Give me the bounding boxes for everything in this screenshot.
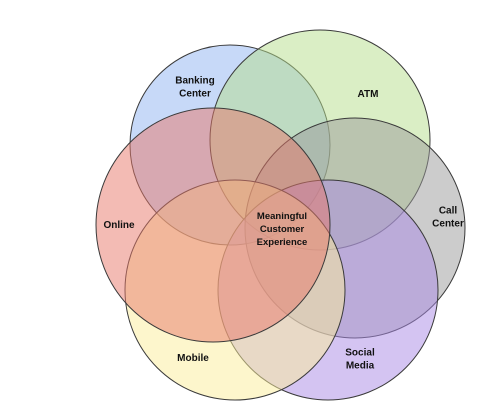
label-online: Online <box>103 220 135 231</box>
label-social-media-line-0: Social <box>345 348 375 359</box>
circle-online <box>95 107 331 343</box>
center-label-line-2: Experience <box>257 237 308 248</box>
label-atm: ATM <box>358 89 379 100</box>
label-social-media-line-1: Media <box>346 361 375 372</box>
label-mobile-line-0: Mobile <box>177 353 209 364</box>
center-label-line-0: Meaningful <box>257 211 307 222</box>
label-call-center-line-0: Call <box>439 206 458 217</box>
label-banking-center-line-1: Center <box>179 89 211 100</box>
label-mobile: Mobile <box>177 353 209 364</box>
label-banking-center-line-0: Banking <box>175 76 214 87</box>
label-call-center-line-1: Center <box>432 219 464 230</box>
center-label-line-1: Customer <box>260 224 305 235</box>
label-atm-line-0: ATM <box>358 89 379 100</box>
circles-layer <box>95 29 466 401</box>
label-online-line-0: Online <box>103 220 135 231</box>
